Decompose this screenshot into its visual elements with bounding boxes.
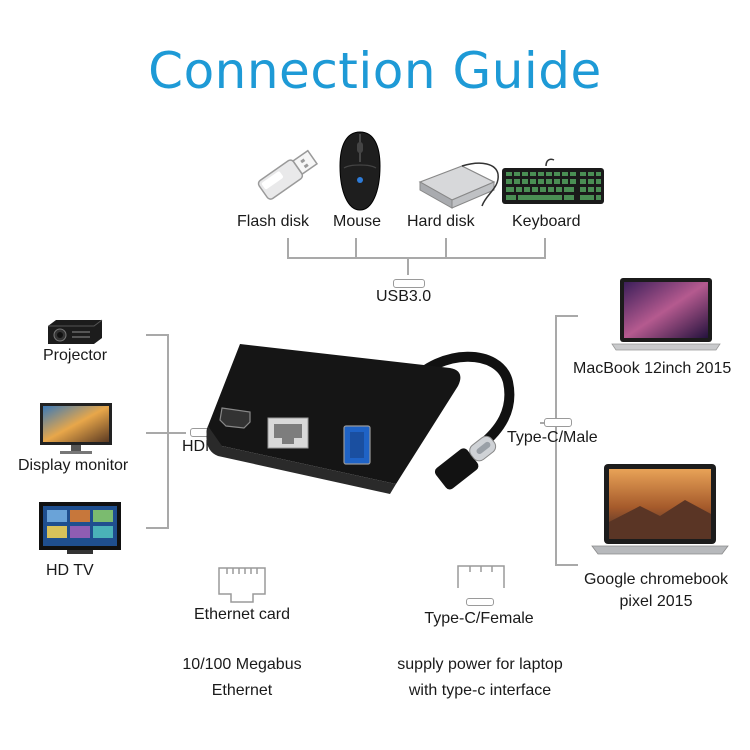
ethernet-port-icon (218, 567, 266, 603)
projector-icon (48, 319, 103, 344)
typec-male-port-icon (544, 418, 572, 427)
chromebook-icon (591, 464, 729, 555)
typec-female-desc-line1: supply power for laptop (397, 656, 563, 673)
typec-male-label: Type-C/Male (507, 429, 598, 446)
hd-tv-label: HD TV (46, 562, 94, 579)
display-monitor-icon (40, 403, 112, 454)
typec-female-desc-line2: with type-c interface (408, 682, 552, 699)
projector-label: Projector (43, 347, 108, 364)
page-title: Connection Guide (148, 42, 602, 100)
display-monitor-label: Display monitor (18, 457, 129, 474)
keyboard-label: Keyboard (512, 213, 581, 230)
flash-disk-icon (257, 149, 319, 200)
macbook-icon (611, 278, 721, 351)
hard-disk-label: Hard disk (407, 213, 475, 230)
macbook-label: MacBook 12inch 2015 (573, 360, 732, 377)
hd-tv-icon (39, 502, 121, 554)
mouse-label: Mouse (333, 213, 382, 230)
ethernet-desc-line2: Ethernet (211, 682, 273, 699)
ethernet-card-label: Ethernet card (193, 606, 291, 623)
mouse-icon (339, 131, 381, 211)
chromebook-label-line1: Google chromebook (583, 571, 729, 588)
usb-label: USB3.0 (376, 288, 432, 305)
keyboard-icon (502, 158, 604, 204)
usb-c-hub-adapter (206, 344, 515, 494)
ethernet-desc-line1: 10/100 Megabus (182, 656, 302, 673)
typec-female-port-icon (466, 598, 494, 606)
chromebook-label-line2: pixel 2015 (619, 593, 693, 610)
hard-disk-icon (418, 162, 499, 209)
flash-disk-label: Flash disk (237, 213, 310, 230)
typec-female-icon (457, 565, 505, 588)
usb-port-icon (393, 279, 425, 288)
typec-female-label: Type-C/Female (424, 610, 534, 627)
